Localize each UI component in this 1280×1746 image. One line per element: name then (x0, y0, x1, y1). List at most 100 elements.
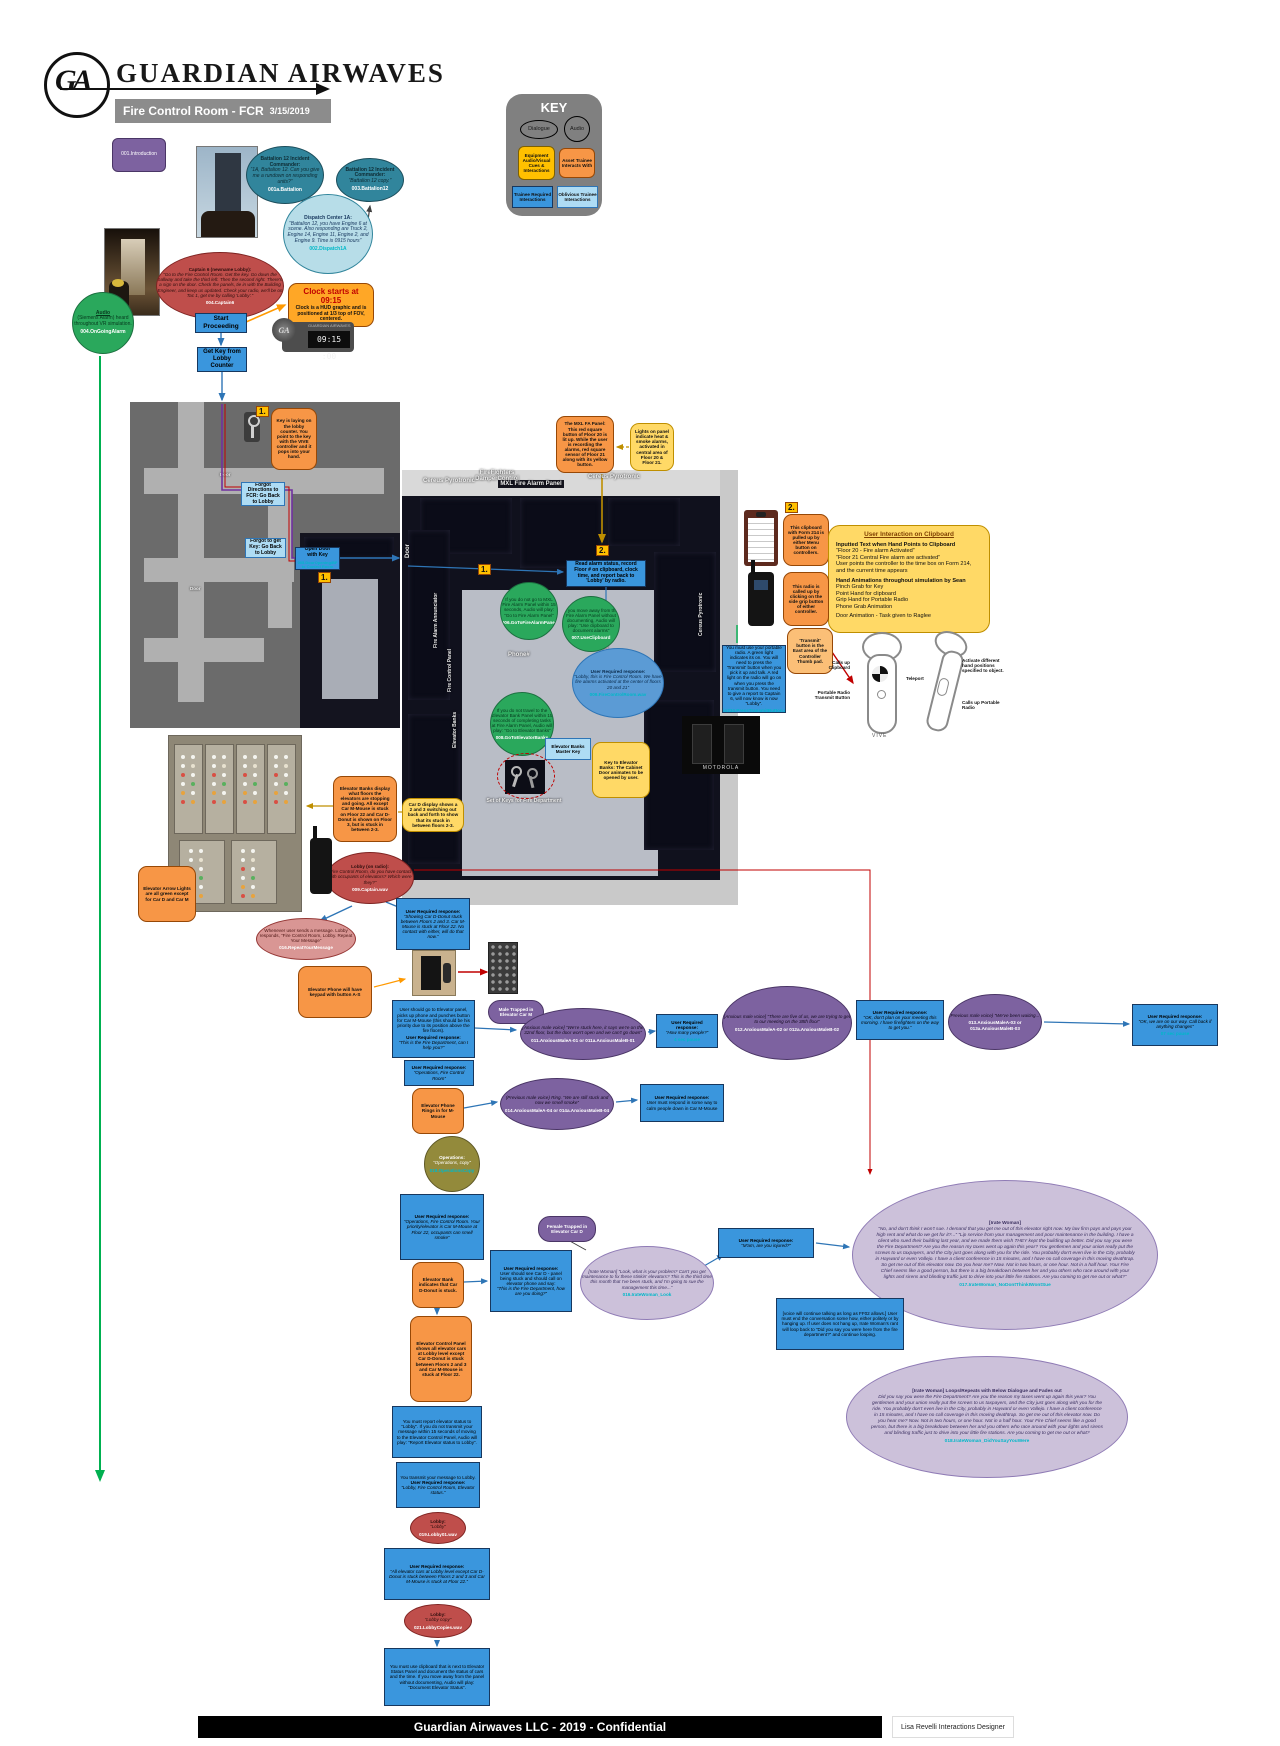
key-ring (248, 415, 260, 427)
lobby1-title: Lobby: (430, 1519, 446, 1525)
dont-plan-box: User Required response: “OK, don't plan … (856, 1000, 944, 1040)
phone-rings-note: Elevator Phone Rings in for M-Mouse (412, 1088, 464, 1134)
key-dialogue: Dialogue (520, 120, 558, 139)
radio-required-file: Radio234.PressTransmitButton.mov (723, 708, 785, 713)
interaction-tail: Door Animation - Task given to Raglee (836, 613, 932, 620)
bank-indicates-note: Elevator Bank indicates that Car D-Donut… (412, 1262, 464, 1308)
clipboard-interaction-note: User Interaction on Clipboard Inputted T… (828, 525, 990, 633)
controller-label-positions: Activate different hand positions specif… (962, 658, 1004, 674)
ops-call-box: User Required response: “Operations, Fir… (404, 1060, 474, 1086)
radio-antenna (751, 560, 755, 574)
captain6-title: Captain 6 (newname Lobby): (188, 267, 252, 272)
key-pickup-note: Key is laying on the lobby counter. You … (271, 408, 317, 470)
clipboard-paper (748, 518, 774, 562)
interaction-bullet: Grip Hand for Portable Radio (836, 597, 909, 604)
room-cabinet (408, 714, 460, 864)
open-door-box: Open Door with Key 005.DoorOpening/BF to… (295, 547, 340, 570)
clipboard-image (744, 510, 778, 566)
arrow-lights-note: Elevator Arrow Lights are all green exce… (138, 866, 196, 922)
intro-node: 001.Introduction (112, 138, 166, 172)
interaction-bullet: User points the controller to the time b… (836, 561, 972, 574)
panel-strip (236, 744, 265, 834)
phone-handset (443, 963, 451, 983)
panel-strip (267, 744, 296, 834)
irate-rant-file: 017.IrateWoman_NoDontThinkIWontSue (959, 1282, 1051, 1288)
anx4-quote: (Previous male voice) Ring. “We are stil… (505, 1095, 609, 1106)
elevator-phone-photo (412, 950, 456, 996)
label-cereus-vert: Cereus Pyrotronic (698, 592, 704, 636)
mam-injured-title: User Required response: (738, 1237, 794, 1243)
clipboard-note: This clipboard with Form 214 is pulled u… (783, 514, 829, 566)
footer-credit: Lisa Revelli Interactions Designer (892, 1716, 1014, 1738)
audio-alarm-file: 004.OnGoingAlarm (80, 328, 126, 335)
anxious-male-3: (Previous male voice) “We've been waitin… (948, 994, 1042, 1050)
how-many-quote: “How many people?” (665, 1030, 709, 1035)
key-asset: Asset Trainee Interacts With (559, 148, 595, 178)
lobby2-title: Lobby: (430, 1612, 446, 1618)
clock-hud-coin: GA (272, 318, 296, 342)
dispatch-quote: “Battalion 12, you have Engine 6 at scen… (287, 220, 369, 244)
brand-name: GUARDIAN AIRWAVES (116, 58, 445, 88)
label-keys: Set of Keys for Fire Department (486, 798, 562, 804)
goto-fap-file: 006.GoToFireAlarmPanel (501, 619, 557, 625)
keys-highlight-ellipse (497, 753, 555, 799)
page-date: 3/15/2019 (269, 105, 310, 116)
key-equipment: Equipment Audio/Visual Cues & Interactio… (518, 146, 555, 180)
irate-loop-node: [Irate Woman] Loops/Repeats with Below D… (846, 1356, 1128, 1478)
captain6-file: 004.Captain6 (205, 299, 235, 305)
panel-strip (205, 744, 234, 834)
label-mxl-panel: MXL Fire Alarm Panel (498, 480, 564, 488)
dispatch-title: Dispatch Center 1A: (304, 214, 352, 221)
lobby1-quote: “Lobby” (430, 1524, 446, 1530)
battalion1-title: Battalion 12 Incident Commander: (260, 155, 310, 168)
how-many-title: User Required response: (671, 1019, 703, 1030)
ops-call-title: User Required response: (411, 1065, 467, 1071)
lobby-key-icon (244, 412, 260, 442)
phone-keypad-note: Elevator Phone will have keypad with but… (298, 966, 372, 1018)
read-alarm-box: Read alarm status, record Floor # on cli… (566, 560, 646, 587)
anx2-quote: [Anxious male voice] “There are five of … (723, 1014, 851, 1025)
dispatch-file: 002.Dispatch1A (309, 245, 347, 252)
anx1-file: 011.AnxiousMaleA-01 or 011a.AnxiousMaleB… (531, 1037, 635, 1043)
firefighter-helmet (112, 279, 124, 287)
key-banks-note: Key to Elevator Banks: The Cabinet Door … (592, 742, 650, 798)
motorola-label: MOTOROLA (702, 765, 740, 772)
panel-strip (174, 744, 203, 834)
key-trainee: Trainee Required Interactions (512, 186, 553, 208)
goto-banks-file: 008.GoToElevatorBanks (495, 735, 549, 741)
clipboard-clip (756, 512, 766, 517)
room-cabinet (654, 552, 716, 672)
clipboard-badge: 2. (785, 502, 798, 514)
irate-rant-body: “No, and don't think I won't sue. I dema… (875, 1227, 1135, 1280)
ops-copy-title: Operations: (439, 1155, 465, 1161)
clock-note-desc: Clock is a HUD graphic and is positioned… (295, 304, 367, 323)
radio-callup-note: This radio is called up by clicking on t… (783, 572, 829, 626)
portable-radio-image (748, 560, 774, 626)
captain6-quote: “Go to the Fire Control Room. Get the ke… (157, 272, 283, 298)
radio-antenna (313, 826, 317, 839)
how-many-box: User Required response: “How many people… (656, 1014, 718, 1048)
showing-quote: “Showing Car D-Donut stuck between Floor… (400, 913, 466, 940)
key-oblivious: Oblivious Trainee Interactions (557, 186, 598, 208)
goto-banks-node: If you do not travel to the Elevator Ban… (490, 692, 554, 756)
interaction-title: User Interaction on Clipboard (864, 531, 954, 538)
lobby2-node: Lobby: “Lobby copy” 021.LobbyCopies.wav (404, 1604, 472, 1638)
lobby-radio-title: Lobby (on radio): (351, 864, 389, 870)
battalion1-quote: “1A, Battalion 12. Can you give me a run… (250, 167, 320, 185)
showing-response-box: User Required response: “Showing Car D-D… (396, 898, 470, 950)
lobby-response-node: User Required response: “Lobby, this is … (572, 648, 664, 718)
control-panel-note: Elevator Control Panel shows all elevato… (410, 1316, 472, 1402)
ops-copy-node: Operations: “Operations, copy” 018.Opera… (424, 1136, 480, 1192)
interaction-bullet: Point Hand for clipboard (836, 590, 897, 597)
label-phone: Phone# (508, 652, 530, 658)
key-title: KEY (540, 100, 568, 115)
goto-fap-node: If you do not go to MXL Fire Alarm Panel… (500, 582, 558, 640)
open-door-label: Open Door with Key (304, 547, 331, 558)
room-cabinet (408, 530, 450, 700)
captain6-dialogue: Captain 6 (newname Lobby): “Go to the Fi… (156, 252, 284, 320)
ops-priority-quote: “Operations, Fire Control Room. Your pri… (404, 1219, 480, 1240)
label-elevator-banks: Elevator Banks (452, 711, 458, 748)
on-way-title: User Required response: (1147, 1013, 1203, 1019)
transmit-lobby-quote: “Lobby, Fire Control Room, Elevator stat… (401, 1485, 475, 1496)
repeat-message-file: 016.RepeatYourMessage (279, 945, 333, 951)
